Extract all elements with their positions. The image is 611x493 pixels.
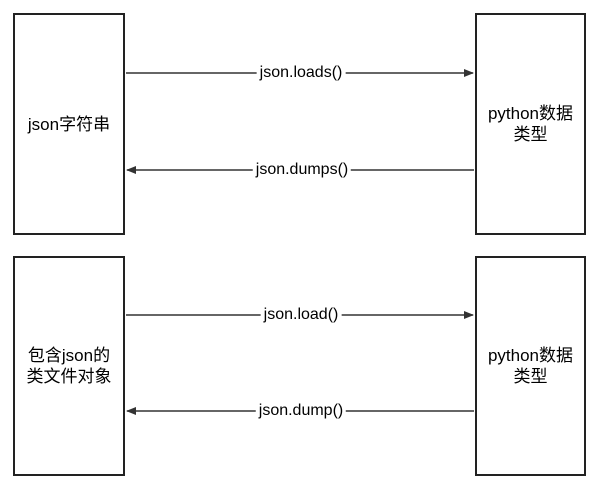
- file-like-object-box: 包含json的 类文件对象: [13, 256, 125, 476]
- file-like-object-box-label: 包含json的 类文件对象: [26, 346, 112, 386]
- arrow-dumps-label: json.dumps(): [252, 160, 352, 180]
- python-data-type-box-top: python数据 类型: [475, 13, 586, 235]
- json-string-box-label: json字符串: [27, 114, 111, 134]
- python-data-type-box-top-label: python数据 类型: [487, 104, 574, 144]
- arrow-loads-label: json.loads(): [256, 63, 346, 83]
- arrow-load-label: json.load(): [260, 305, 342, 325]
- json-string-box: json字符串: [13, 13, 125, 235]
- arrow-dump-label: json.dump(): [255, 401, 347, 421]
- python-data-type-box-bottom: python数据 类型: [475, 256, 586, 476]
- python-data-type-box-bottom-label: python数据 类型: [487, 346, 574, 386]
